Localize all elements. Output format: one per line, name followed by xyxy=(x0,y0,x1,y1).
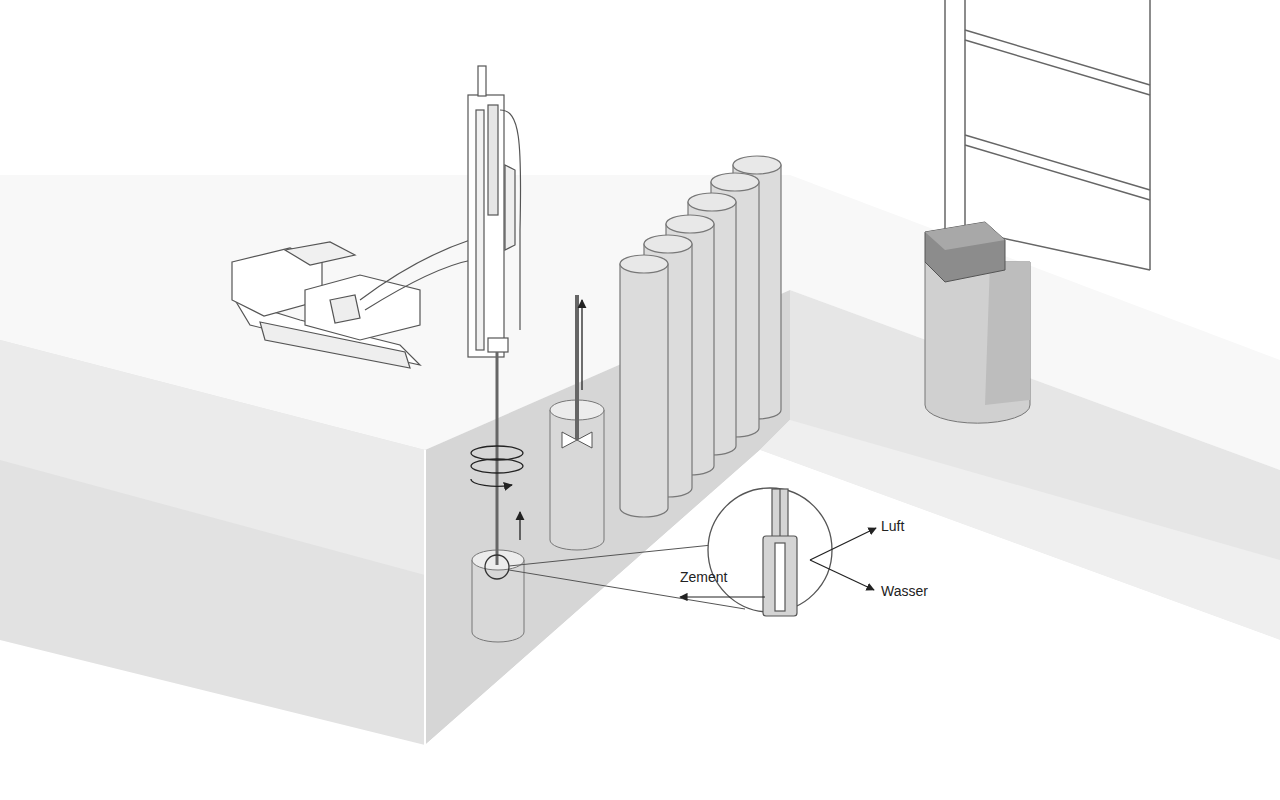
flow-label: Wasser xyxy=(881,583,928,599)
rig-mast xyxy=(468,95,504,357)
flow-arrow xyxy=(810,560,874,590)
column-top xyxy=(711,173,759,191)
foundation-top xyxy=(925,222,1005,250)
underpinning-column xyxy=(925,262,1030,423)
ground-front-band xyxy=(0,340,425,575)
leader-line xyxy=(509,545,712,566)
column-row xyxy=(620,156,781,517)
flow-arrow xyxy=(680,596,765,597)
jet-nozzle xyxy=(562,432,592,448)
rig-boom xyxy=(365,260,472,310)
rod-bore xyxy=(779,489,780,539)
rig-engine-top xyxy=(285,242,355,265)
flow-label: Zement xyxy=(680,569,727,585)
edge-line xyxy=(424,450,426,745)
rotation-spiral xyxy=(471,446,523,486)
rig-boom xyxy=(360,240,470,300)
lift-arrow xyxy=(519,512,520,540)
underpinning-cone xyxy=(985,262,1030,405)
lift-arrow xyxy=(581,300,582,390)
rig-cab xyxy=(330,295,360,323)
building-floor xyxy=(965,145,1150,200)
building-floor xyxy=(965,40,1150,95)
grout-column xyxy=(620,264,668,517)
grout-column xyxy=(472,560,524,642)
column-top xyxy=(620,255,668,273)
nozzle-detail xyxy=(763,489,797,616)
spiral-loop xyxy=(471,446,523,460)
nozzle-body xyxy=(763,536,797,616)
flow-label: Luft xyxy=(881,518,904,534)
foundation-block xyxy=(925,222,1005,282)
drill-rod xyxy=(575,295,579,440)
spiral-loop xyxy=(471,459,523,473)
rig-cylinder xyxy=(505,165,515,250)
column-top xyxy=(733,156,781,174)
column-top xyxy=(688,193,736,211)
leader-line xyxy=(509,570,745,609)
spiral-loop xyxy=(471,479,512,486)
building-column xyxy=(944,0,946,232)
rod-section xyxy=(772,489,788,539)
ground-front-face xyxy=(0,340,425,745)
rig-hose-guide xyxy=(488,105,498,215)
rig-body xyxy=(305,275,420,340)
building-floor xyxy=(965,135,1150,190)
rig-mast-top xyxy=(478,66,486,96)
building-column xyxy=(1149,0,1151,270)
flow-arrow xyxy=(810,528,876,560)
callout-circle xyxy=(485,555,509,579)
rig-hose xyxy=(500,110,521,330)
building-column xyxy=(964,0,966,232)
drill-rig xyxy=(232,66,521,368)
rig-rotary-head xyxy=(488,338,508,352)
nozzle-bore xyxy=(775,543,785,611)
column-top xyxy=(644,235,692,253)
building-floor xyxy=(965,30,1150,85)
column-top xyxy=(666,215,714,233)
rig-mast-rail xyxy=(476,110,484,350)
